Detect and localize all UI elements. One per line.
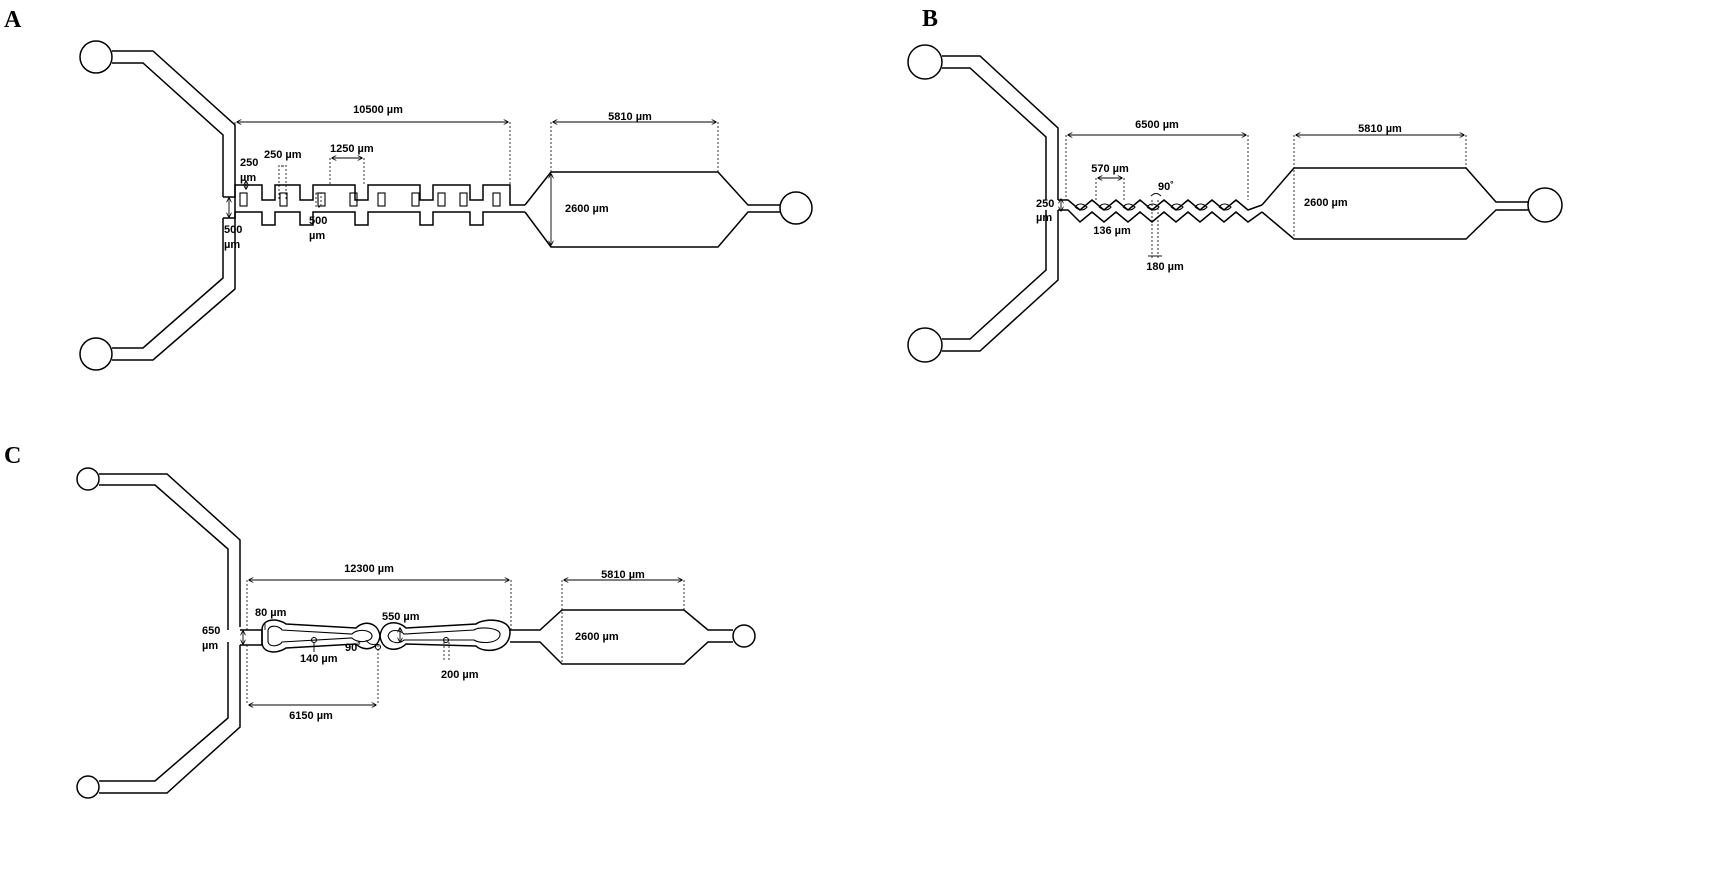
panel-b-gap-label: 180 µm [1146, 261, 1184, 273]
panel-c-dim-inlet: 650 µm [202, 625, 243, 652]
panel-c-angle-label: 90˚ [345, 642, 361, 654]
panel-b-channel-width-label: 136 µm [1093, 225, 1131, 237]
panel-b-mixer-channel [1058, 199, 1263, 224]
panel-c-dim-neck: 140 µm [300, 643, 338, 665]
panel-c-dim-loop: 80 µm [255, 607, 287, 630]
panel-a-inlet-bottom [79, 212, 236, 371]
panel-c-inlet-num: 650 [202, 625, 220, 637]
panel-a-dim-period: 1250 µm [329, 143, 374, 185]
panel-a-dim-total: 10500 µm [234, 104, 511, 185]
panel-b-dim-channel: 136 µm [1093, 225, 1131, 237]
panel-a-depth-num: 500 [309, 215, 327, 227]
panel-c-inlet-bottom [76, 642, 241, 799]
panel-a: A [4, 7, 813, 371]
panel-b-segment-label: 570 µm [1091, 163, 1129, 175]
panel-a-inlet-num: 500 [224, 224, 242, 236]
panel-c-loop-width-label: 80 µm [255, 607, 287, 619]
panel-b-inlet-bottom [907, 210, 1059, 363]
panel-a-total-length-label: 10500 µm [353, 104, 403, 116]
panel-a-barrier-num: 250 [240, 157, 258, 169]
panel-a-period-label: 1250 µm [330, 143, 374, 155]
panel-a-letter: A [4, 7, 22, 33]
panel-c-dim-chamber-width: 2600 µm [561, 612, 619, 662]
panel-c-dim-obstacle: 200 µm [441, 642, 479, 681]
panel-a-barrier-unit: µm [240, 172, 256, 184]
panel-a-inlet-unit: µm [224, 239, 240, 251]
panel-c-mixer-channel [240, 609, 756, 665]
panel-b-inlet-unit: µm [1036, 212, 1052, 224]
panel-b-dim-angle: 90˚ [1150, 181, 1174, 197]
panel-a-chamber-width-label: 2600 µm [565, 203, 609, 215]
panel-b-angle-label: 90˚ [1158, 181, 1174, 193]
panel-c-inlet-unit: µm [202, 640, 218, 652]
panel-b: B 6500 µm [907, 6, 1563, 363]
panel-c-loop-gap-label: 550 µm [382, 611, 420, 623]
panel-b-dim-gap: 180 µm [1146, 200, 1184, 273]
panel-a-dim-inlet: 500 µm [224, 198, 242, 251]
panel-b-dim-inlet: 250 µm [1036, 198, 1061, 224]
panel-c-chamber-length-label: 5810 µm [601, 569, 645, 581]
panel-c-unit-length-label: 6150 µm [289, 710, 333, 722]
panel-a-dim-chamber-width: 2600 µm [551, 174, 609, 245]
panel-a-dim-barrier: 250 µm [240, 157, 258, 189]
panel-c-neck-width-label: 140 µm [300, 653, 338, 665]
panel-b-inlet-top [907, 44, 1059, 200]
panel-c-chamber-width-label: 2600 µm [575, 631, 619, 643]
panel-a-dim-depth: 500 µm [309, 192, 327, 242]
panel-b-dim-chamber-length: 5810 µm [1293, 123, 1467, 168]
panel-b-dim-total: 6500 µm [1065, 119, 1249, 200]
panel-c-dim-angle: 90˚ [345, 639, 377, 654]
panel-a-gap-label: 250 µm [264, 149, 302, 161]
panel-c-dim-total: 12300 µm [246, 563, 512, 630]
panel-a-dim-chamber-length: 5810 µm [550, 111, 719, 172]
panel-b-dim-chamber-width: 2600 µm [1293, 170, 1348, 237]
panel-c-dim-unit: 6150 µm [246, 645, 379, 722]
panel-b-letter: B [922, 6, 938, 32]
panel-a-dim-gap: 250 µm [264, 149, 302, 200]
panel-c-total-length-label: 12300 µm [344, 563, 394, 575]
panel-c: C 12300 µm [4, 443, 756, 799]
panel-a-inlet-top [79, 40, 236, 197]
panel-a-mixer-channel [223, 184, 525, 226]
panel-b-dim-segment: 570 µm [1091, 163, 1129, 200]
panel-b-inlet-num: 250 [1036, 198, 1054, 210]
panel-c-dim-loop-gap: 550 µm [382, 611, 420, 642]
panel-a-depth-unit: µm [309, 230, 325, 242]
panel-b-chamber-width-label: 2600 µm [1304, 197, 1348, 209]
panel-b-chamber-length-label: 5810 µm [1358, 123, 1402, 135]
panel-c-obstacle-label: 200 µm [441, 669, 479, 681]
panel-b-total-length-label: 6500 µm [1135, 119, 1179, 131]
panel-a-chamber-length-label: 5810 µm [608, 111, 652, 123]
panel-c-dim-chamber-length: 5810 µm [561, 569, 685, 610]
panel-c-inlet-top [76, 467, 241, 630]
panel-c-letter: C [4, 443, 21, 469]
